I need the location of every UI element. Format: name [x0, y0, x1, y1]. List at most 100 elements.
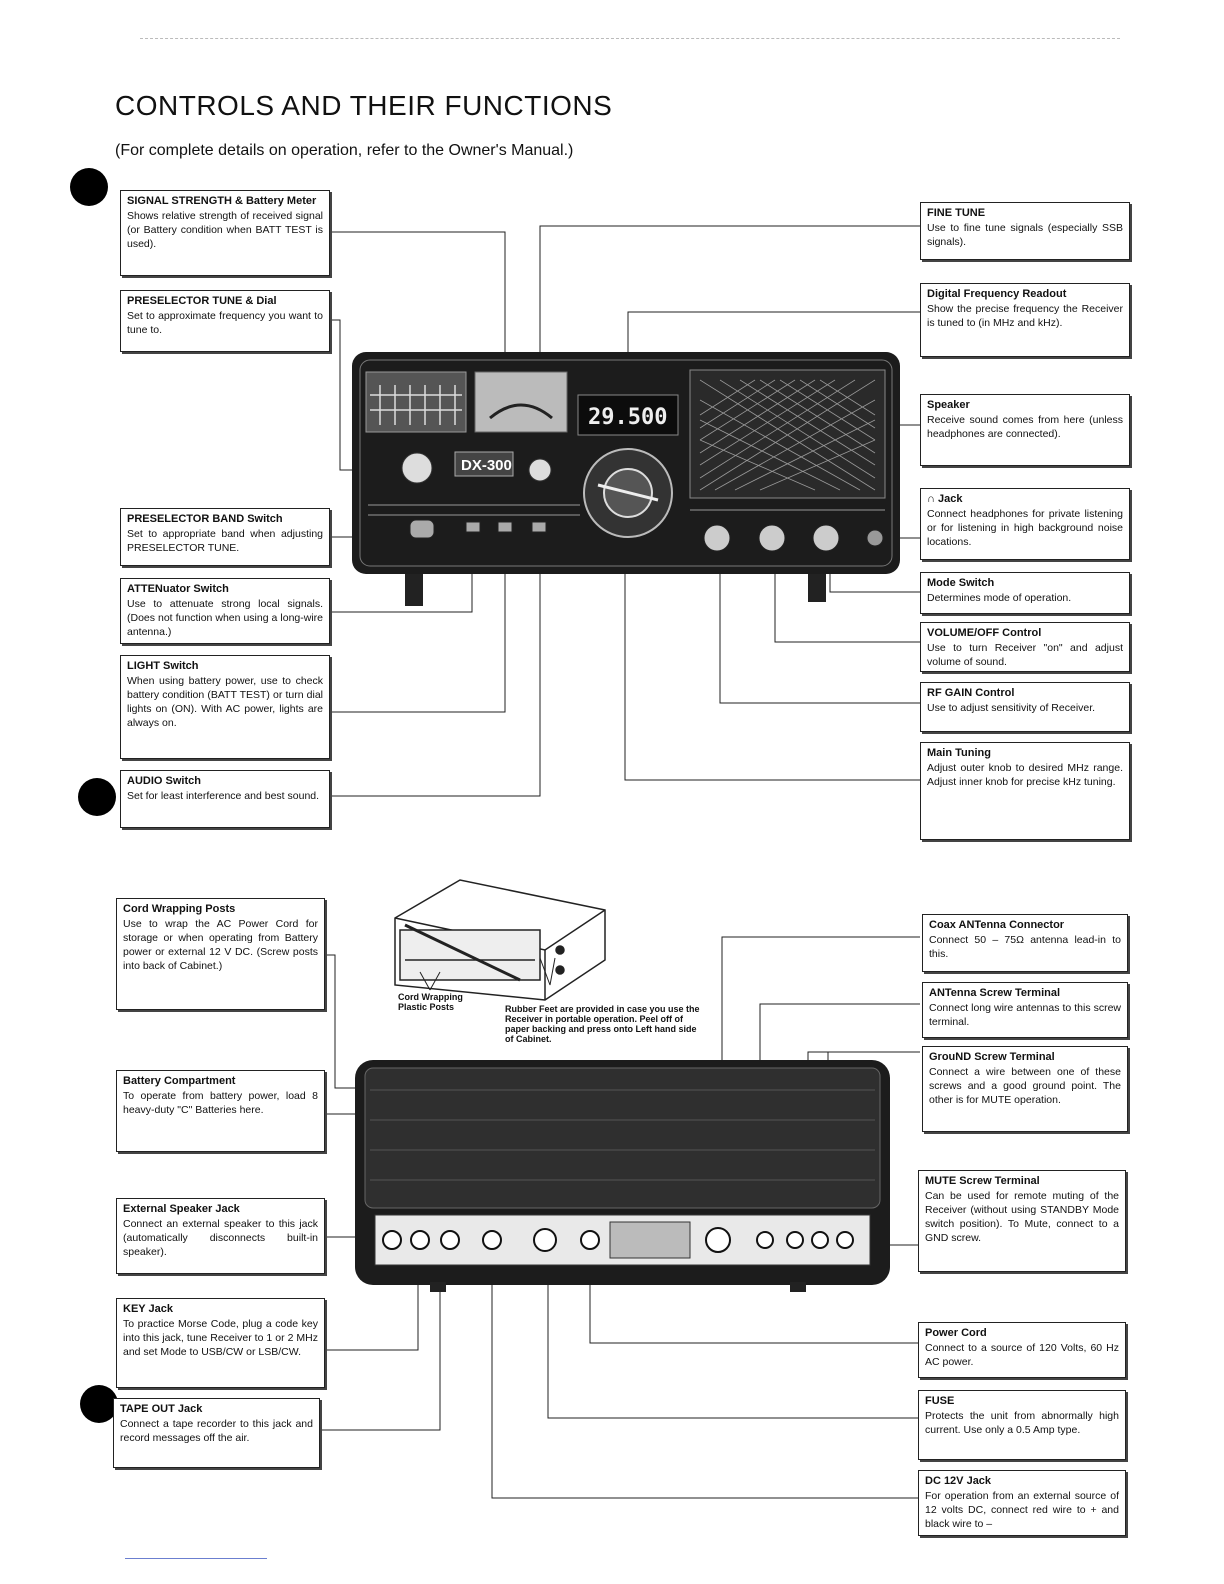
cord-posts-caption: Cord Wrapping Plastic Posts	[398, 992, 463, 1012]
callout-mute-screw: MUTE Screw Terminal Can be used for remo…	[918, 1170, 1126, 1272]
page-subtitle: (For complete details on operation, refe…	[115, 142, 574, 159]
callout-text: Shows relative strength of received sign…	[127, 210, 323, 250]
callout-ground-screw: GrouND Screw Terminal Connect a wire bet…	[922, 1046, 1128, 1132]
mode-knob	[812, 524, 840, 552]
callout-heading: KEY Jack	[123, 1303, 173, 1315]
callout-heading: ∩ Jack	[927, 492, 1123, 506]
callout-heading: PRESELECTOR TUNE & Dial	[127, 295, 277, 307]
callout-heading-text: Jack	[938, 493, 963, 505]
fine-tune-knob	[528, 458, 552, 482]
callout-text: Connect a wire between one of these scre…	[929, 1066, 1121, 1106]
callout-rf-gain: RF GAIN Control Use to adjust sensitivit…	[920, 682, 1130, 732]
callout-heading: AUDIO Switch	[127, 775, 201, 787]
callout-text: Connect a tape recorder to this jack and…	[120, 1418, 313, 1444]
receiver-back-illustration	[355, 1060, 890, 1292]
band-switch	[409, 519, 435, 539]
callout-heading: MUTE Screw Terminal	[925, 1175, 1040, 1187]
power-cord-entry	[580, 1230, 600, 1250]
callout-heading: Coax ANTenna Connector	[929, 919, 1065, 931]
callout-light-switch: LIGHT Switch When using battery power, u…	[120, 655, 330, 759]
tape-out-jack	[440, 1230, 460, 1250]
callout-heading: ANTenna Screw Terminal	[929, 987, 1061, 999]
callout-attenuator: ATTENuator Switch Use to attenuate stron…	[120, 578, 330, 644]
headphones-icon: ∩	[927, 493, 935, 505]
callout-text: Connect long wire antennas to this screw…	[929, 1002, 1121, 1028]
callout-heading: Cord Wrapping Posts	[123, 903, 236, 915]
callout-headphone-jack: ∩ Jack Connect headphones for private li…	[920, 488, 1130, 560]
callout-battery-compartment: Battery Compartment To operate from batt…	[116, 1070, 325, 1152]
gnd-terminal	[786, 1231, 804, 1249]
frequency-display: 29.500	[588, 405, 667, 430]
callout-heading: VOLUME/OFF Control	[927, 627, 1042, 639]
callout-mode-switch: Mode Switch Determines mode of operation…	[920, 572, 1130, 614]
headphone-jack	[866, 529, 884, 547]
callout-fuse: FUSE Protects the unit from abnormally h…	[918, 1390, 1126, 1460]
callout-text: Connect to a source of 120 Volts, 60 Hz …	[925, 1342, 1119, 1368]
callout-heading: FUSE	[925, 1395, 955, 1407]
callout-text: Set for least interference and best soun…	[127, 790, 320, 802]
callout-text: Determines mode of operation.	[927, 592, 1072, 604]
scan-artifact-line	[125, 1558, 267, 1559]
callout-text: Adjust outer knob to desired MHz range. …	[927, 762, 1123, 788]
key-jack	[410, 1230, 430, 1250]
callout-power-cord: Power Cord Connect to a source of 120 Vo…	[918, 1322, 1126, 1378]
receiver-front-illustration: 29.500 DX-300	[352, 352, 900, 606]
page-title: CONTROLS AND THEIR FUNCTIONS	[115, 90, 613, 121]
callout-preselector-tune: PRESELECTOR TUNE & Dial Set to approxima…	[120, 290, 330, 352]
callout-main-tuning: Main Tuning Adjust outer knob to desired…	[920, 742, 1130, 840]
callout-text: Set to appropriate band when adjusting P…	[127, 528, 323, 554]
callout-text: Use to adjust sensitivity of Receiver.	[927, 702, 1096, 714]
light-switch	[497, 521, 513, 533]
callout-heading: Main Tuning	[927, 747, 991, 759]
callout-heading: PRESELECTOR BAND Switch	[127, 513, 283, 525]
ext-speaker-jack	[382, 1230, 402, 1250]
callout-speaker: Speaker Receive sound comes from here (u…	[920, 394, 1130, 466]
punch-hole	[70, 168, 108, 206]
rf-gain-knob	[703, 524, 731, 552]
callout-heading: Mode Switch	[927, 577, 995, 589]
callout-text: Receive sound comes from here (unless he…	[927, 414, 1123, 440]
callout-heading: FINE TUNE	[927, 207, 986, 219]
callout-text: Use to turn Receiver "on" and adjust vol…	[927, 642, 1123, 668]
punch-hole	[78, 778, 116, 816]
callout-heading: Battery Compartment	[123, 1075, 236, 1087]
dc-jack	[482, 1230, 502, 1250]
callout-volume: VOLUME/OFF Control Use to turn Receiver …	[920, 622, 1130, 672]
callout-heading: GrouND Screw Terminal	[929, 1051, 1055, 1063]
callout-heading: Power Cord	[925, 1327, 987, 1339]
callout-frequency-readout: Digital Frequency Readout Show the preci…	[920, 283, 1130, 357]
callout-dc-12v-jack: DC 12V Jack For operation from an extern…	[918, 1470, 1126, 1536]
callout-text: When using battery power, use to check b…	[127, 675, 323, 729]
mute-terminal	[836, 1231, 854, 1249]
callout-text: Connect headphones for private listening…	[927, 508, 1123, 548]
callout-key-jack: KEY Jack To practice Morse Code, plug a …	[116, 1298, 325, 1388]
callout-heading: Digital Frequency Readout	[927, 288, 1067, 300]
callout-signal-strength: SIGNAL STRENGTH & Battery Meter Shows re…	[120, 190, 330, 276]
callout-heading: Speaker	[927, 399, 970, 411]
callout-heading: External Speaker Jack	[123, 1203, 240, 1215]
callout-heading: TAPE OUT Jack	[120, 1403, 203, 1415]
atten-switch	[465, 521, 481, 533]
callout-text: Show the precise frequency the Receiver …	[927, 303, 1123, 329]
preselector-tune-knob	[401, 452, 433, 484]
callout-external-speaker-jack: External Speaker Jack Connect an externa…	[116, 1198, 325, 1274]
volume-knob	[758, 524, 786, 552]
model-label: DX-300	[461, 457, 512, 474]
callout-text: Protects the unit from abnormally high c…	[925, 1410, 1119, 1436]
callout-heading: SIGNAL STRENGTH & Battery Meter	[127, 195, 317, 207]
punch-hole	[80, 1385, 118, 1423]
callout-heading: RF GAIN Control	[927, 687, 1015, 699]
callout-text: To operate from battery power, load 8 he…	[123, 1090, 318, 1116]
gnd-terminal-2	[811, 1231, 829, 1249]
callout-heading: DC 12V Jack	[925, 1475, 992, 1487]
callout-text: Set to approximate frequency you want to…	[127, 310, 323, 336]
callout-heading: ATTENuator Switch	[127, 583, 229, 595]
callout-text: Connect an external speaker to this jack…	[123, 1218, 318, 1258]
scan-artifact-line	[140, 38, 1120, 39]
callout-text: Use to wrap the AC Power Cord for storag…	[123, 918, 318, 972]
callout-text: Connect 50 – 75Ω antenna lead-in to this…	[929, 934, 1121, 960]
callout-text: Can be used for remote muting of the Rec…	[925, 1190, 1119, 1244]
callout-coax-antenna: Coax ANTenna Connector Connect 50 – 75Ω …	[922, 914, 1128, 972]
callout-antenna-screw: ANTenna Screw Terminal Connect long wire…	[922, 982, 1128, 1038]
